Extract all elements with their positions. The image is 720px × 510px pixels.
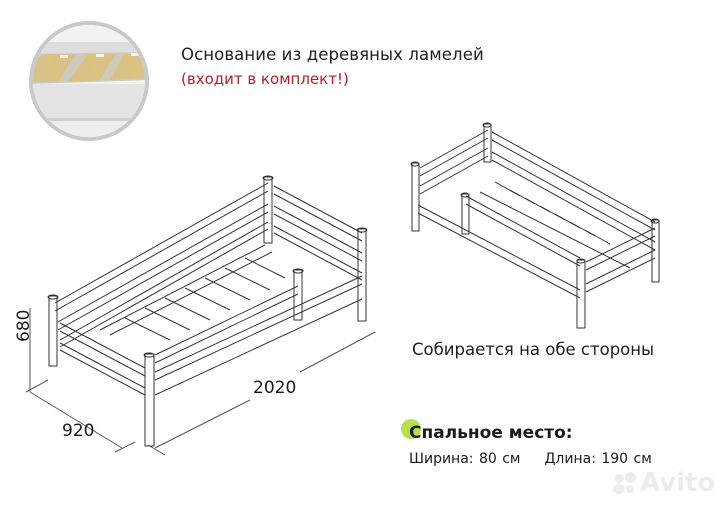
- accent-dot-icon: [401, 419, 421, 439]
- avito-logo-icon: [613, 472, 637, 494]
- feature-title: Основание из деревяных ламелей: [181, 45, 484, 64]
- width-dimension-label: 920: [62, 421, 95, 441]
- sleeping-width: Ширина: 80 см: [409, 451, 521, 467]
- sleeping-length: Длина: 190 см: [544, 451, 652, 467]
- length-dimension-label: 2020: [253, 378, 297, 398]
- avito-watermark: Avito: [613, 468, 715, 498]
- assembly-caption: Собирается на обе стороны: [412, 340, 655, 359]
- sleeping-area-dimensions: Ширина: 80 см Длина: 190 см: [409, 451, 652, 467]
- lamella-closeup-image: [28, 20, 150, 142]
- left-bed-drawing: [25, 175, 376, 456]
- feature-subtitle: (входит в комплект!): [181, 70, 349, 88]
- sleeping-area-title: Спальное место:: [409, 423, 573, 443]
- height-dimension-label: 680: [14, 309, 34, 342]
- avito-text: Avito: [640, 468, 716, 498]
- right-bed-drawing: [410, 122, 660, 329]
